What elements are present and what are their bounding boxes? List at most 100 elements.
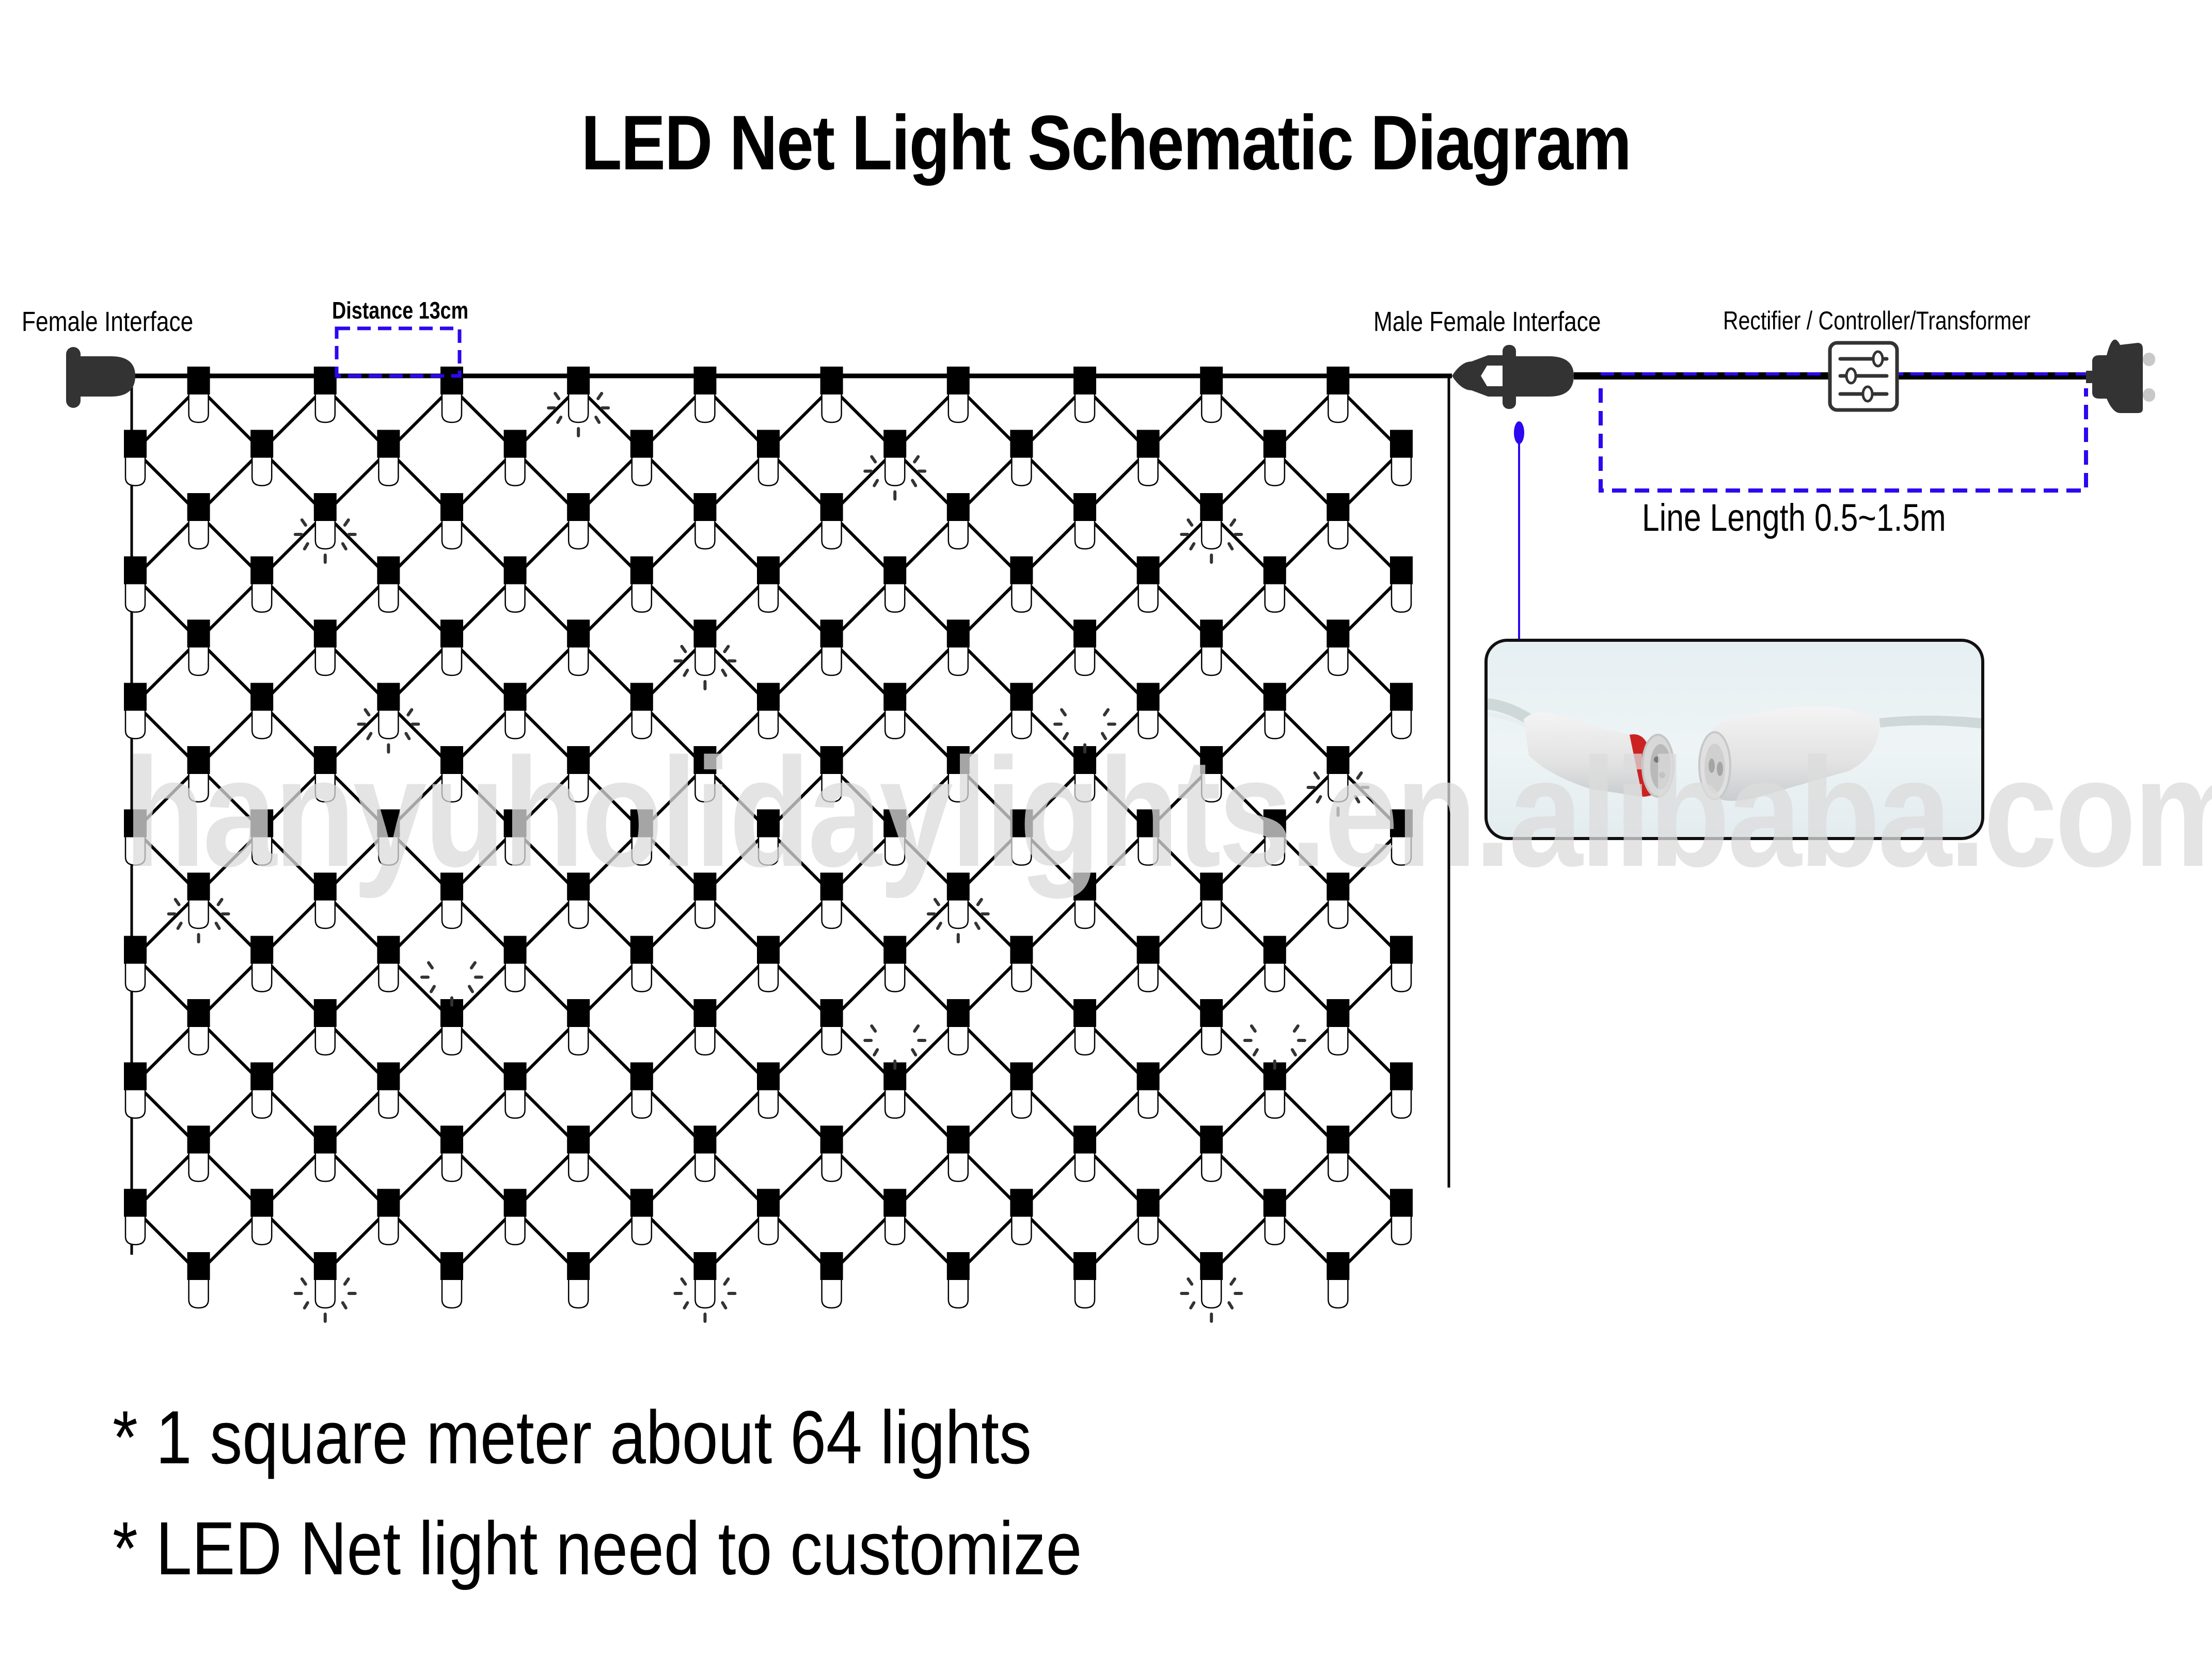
led-bulb (1200, 746, 1223, 803)
distance-label: Distance 13cm (332, 297, 469, 324)
page-title: LED Net Light Schematic Diagram (581, 99, 1632, 186)
led-bulb (693, 367, 717, 423)
male-female-connector-icon (1452, 345, 1574, 409)
led-bulb (187, 999, 210, 1056)
led-bulb (1263, 430, 1286, 486)
line-length-label: Line Length 0.5~1.5m (1642, 496, 1946, 539)
led-bulb (757, 556, 780, 613)
led-bulb (630, 683, 653, 739)
led-bulb (503, 683, 527, 739)
led-bulb (630, 556, 653, 613)
led-bulb (313, 367, 337, 423)
male-female-interface-label: Male Female Interface (1373, 306, 1601, 337)
led-bulb (1136, 809, 1160, 866)
led-bulb (757, 809, 780, 866)
lit-led-rays-icon (863, 1024, 927, 1070)
led-bulb (187, 367, 210, 423)
led-bulb (1200, 1126, 1223, 1182)
cable-left (1488, 698, 1532, 729)
led-bulb (440, 620, 463, 676)
led-bulb (883, 1189, 907, 1245)
photo-pointer (1514, 421, 1524, 639)
lit-led-rays-icon (167, 898, 230, 943)
led-bulb (693, 493, 717, 550)
led-bulb (250, 1062, 274, 1119)
note-lights-per-meter: * 1 square meter about 64 lights (113, 1395, 1032, 1479)
power-plug-icon (2086, 339, 2155, 413)
led-bulb (1200, 493, 1223, 550)
led-bulb (1390, 430, 1413, 486)
led-bulb (1010, 683, 1033, 739)
led-bulb (757, 1062, 780, 1119)
led-bulb (124, 936, 147, 992)
led-bulb (630, 936, 653, 992)
line-length-dashed-box (1599, 388, 2088, 493)
lit-led-rays-icon (1243, 1024, 1306, 1070)
led-bulb (1200, 367, 1223, 423)
led-bulb (1263, 683, 1286, 739)
led-bulb (946, 746, 970, 803)
led-bulb (946, 1126, 970, 1182)
led-bulb (567, 367, 590, 423)
led-bulb (1136, 936, 1160, 992)
led-bulb (757, 936, 780, 992)
led-bulb (1263, 1189, 1286, 1245)
led-bulb (1263, 936, 1286, 992)
led-bulb (1263, 809, 1286, 866)
led-bulb (883, 936, 907, 992)
led-bulb (820, 367, 843, 423)
led-bulb (187, 620, 210, 676)
led-bulb (313, 620, 337, 676)
led-bulb (313, 493, 337, 550)
led-bulb (440, 873, 463, 929)
led-bulb (1390, 556, 1413, 613)
controller-sliders-icon[interactable] (1828, 341, 1899, 412)
led-bulb (757, 1189, 780, 1245)
lit-led-rays-icon (547, 392, 610, 437)
led-bulb (1200, 873, 1223, 929)
led-bulb (187, 873, 210, 929)
led-bulb (313, 873, 337, 929)
led-bulb (1073, 746, 1096, 803)
lit-led-rays-icon (673, 1277, 737, 1323)
distance-dashed-box (335, 326, 462, 378)
led-bulb (377, 1189, 400, 1245)
led-bulb (820, 620, 843, 676)
led-bulb (1073, 367, 1096, 423)
led-bulb (250, 1189, 274, 1245)
led-bulb (440, 999, 463, 1056)
led-bulb (1073, 493, 1096, 550)
male-connector (1524, 712, 1674, 798)
controller-label: Rectifier / Controller/Transformer (1723, 306, 2031, 335)
note-customize: * LED Net light need to customize (113, 1506, 1082, 1590)
led-bulb (124, 1062, 147, 1119)
led-bulb (1390, 936, 1413, 992)
led-bulb (187, 1252, 210, 1309)
led-bulb (250, 809, 274, 866)
led-bulb (630, 430, 653, 486)
led-bulb (946, 493, 970, 550)
led-bulb (946, 1252, 970, 1309)
led-bulb (1073, 620, 1096, 676)
led-bulb (946, 367, 970, 423)
led-bulb (567, 620, 590, 676)
led-bulb (1010, 809, 1033, 866)
led-bulb (693, 873, 717, 929)
lit-led-rays-icon (293, 1277, 357, 1323)
led-bulb (377, 683, 400, 739)
led-bulb (567, 1126, 590, 1182)
led-bulb (124, 556, 147, 613)
led-bulb (567, 746, 590, 803)
lit-led-rays-icon (1180, 518, 1243, 564)
led-bulb (1326, 367, 1350, 423)
lit-led-rays-icon (1180, 1277, 1243, 1323)
led-bulb (440, 1126, 463, 1182)
led-bulb (1010, 556, 1033, 613)
led-bulb (503, 809, 527, 866)
led-bulb (693, 999, 717, 1056)
lit-led-rays-icon (293, 518, 357, 564)
led-bulb (946, 620, 970, 676)
led-bulb (883, 1062, 907, 1119)
led-bulb (946, 873, 970, 929)
led-bulb (1326, 873, 1350, 929)
